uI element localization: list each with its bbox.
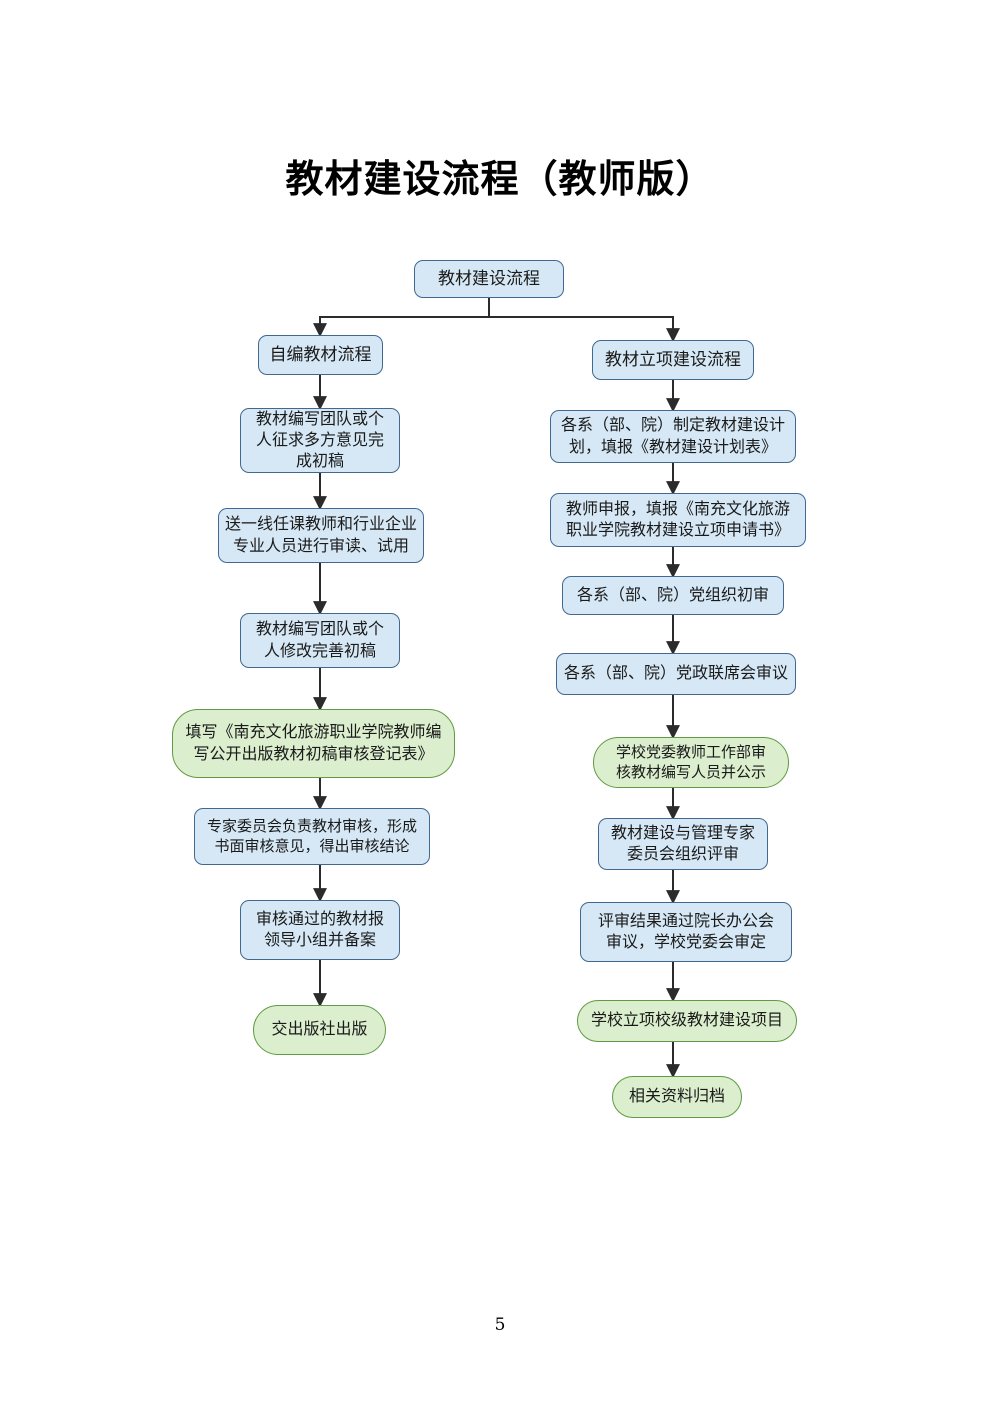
node-right-4[interactable]: 各系（部、院）党组织初审: [562, 576, 784, 615]
node-right-1[interactable]: 教材立项建设流程: [592, 340, 754, 380]
page-title: 教材建设流程（教师版）: [285, 156, 715, 201]
node-left-6[interactable]: 专家委员会负责教材审核，形成 书面审核意见，得出审核结论: [194, 808, 430, 865]
node-left-1[interactable]: 自编教材流程: [258, 335, 383, 375]
node-left-3[interactable]: 送一线任课教师和行业企业 专业人员进行审读、试用: [218, 508, 424, 563]
node-right-10[interactable]: 相关资料归档: [612, 1076, 742, 1118]
node-right-9[interactable]: 学校立项校级教材建设项目: [577, 1000, 797, 1042]
node-right-7[interactable]: 教材建设与管理专家 委员会组织评审: [598, 818, 768, 870]
node-left-8[interactable]: 交出版社出版: [253, 1005, 386, 1055]
node-right-8[interactable]: 评审结果通过院长办公会 审议，学校党委会审定: [580, 902, 792, 962]
node-right-5[interactable]: 各系（部、院）党政联席会审议: [556, 653, 796, 695]
node-right-3[interactable]: 教师申报，填报《南充文化旅游 职业学院教材建设立项申请书》: [550, 493, 806, 547]
node-left-2[interactable]: 教材编写团队或个 人征求多方意见完 成初稿: [240, 408, 400, 473]
node-right-2[interactable]: 各系（部、院）制定教材建设计 划，填报《教材建设计划表》: [550, 410, 796, 463]
node-right-6[interactable]: 学校党委教师工作部审 核教材编写人员并公示: [593, 737, 789, 788]
node-left-7[interactable]: 审核通过的教材报 领导小组并备案: [240, 900, 400, 960]
node-root[interactable]: 教材建设流程: [414, 260, 564, 298]
node-left-4[interactable]: 教材编写团队或个 人修改完善初稿: [240, 613, 400, 668]
page-number: 5: [494, 1315, 506, 1335]
node-left-5[interactable]: 填写《南充文化旅游职业学院教师编 写公开出版教材初稿审核登记表》: [172, 709, 455, 778]
